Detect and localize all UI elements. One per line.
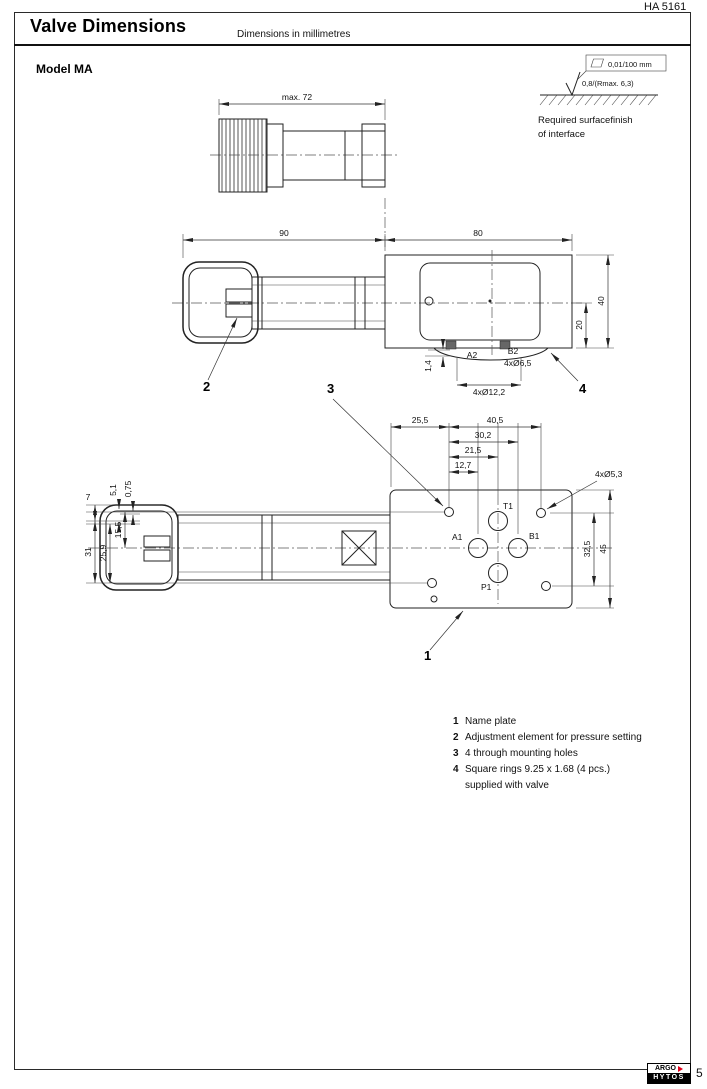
dim-15-5: 15,5 (113, 521, 123, 538)
logo-brand-top: ARGO (655, 1065, 676, 1072)
dim-40-5: 40,5 (487, 415, 504, 425)
callout-2: 2 (203, 379, 210, 394)
callout-1: 1 (424, 648, 431, 663)
legend-item: 3 4 through mounting holes (453, 748, 642, 760)
dim-12-7: 12,7 (455, 460, 472, 470)
page-title: Valve Dimensions (30, 16, 187, 36)
side-view: A2 B2 4xØ6,5 90 80 40 20 1,4 4xØ12,2 (172, 228, 614, 397)
dim-80: 80 (473, 228, 483, 238)
mounting-hole (427, 578, 437, 588)
port-b1 (508, 538, 528, 558)
dim-40: 40 (596, 296, 606, 306)
callouts: 2 3 4 1 (203, 317, 587, 663)
port-p1 (488, 563, 508, 583)
page-subtitle: Dimensions in millimetres (237, 29, 351, 40)
surface-finish-symbol: 0,01/100 mm 0,8/(Rmax. 6,3) Required sur… (538, 54, 667, 140)
legend-item-number (453, 780, 465, 792)
dim-holes-12-2: 4xØ12,2 (473, 387, 505, 397)
flatness-value: 0,01/100 mm (608, 60, 652, 69)
dim-1-4: 1,4 (423, 360, 433, 372)
surface-caption-line2: of interface (538, 129, 585, 140)
dim-0-75: 0,75 (123, 480, 133, 497)
valve-body (384, 254, 573, 349)
legend-item-number: 2 (453, 732, 459, 743)
square-ring (445, 340, 457, 350)
dim-holes-5-3: 4xØ5,3 (595, 469, 623, 479)
solenoid-symbol (341, 530, 377, 566)
page-number: 5 (696, 1066, 703, 1080)
port-a1 (468, 538, 488, 558)
port-p1-label: P1 (481, 582, 492, 592)
logo-top-row: ARGO (648, 1064, 690, 1073)
mounting-hole (541, 581, 551, 591)
legend-item-text: supplied with valve (465, 780, 549, 791)
port-t1 (488, 511, 508, 531)
port-a1-label: A1 (452, 532, 463, 542)
mounting-hole (444, 507, 454, 517)
port-b2-label: B2 (508, 346, 519, 356)
legend: 1 Name plate 2 Adjustment element for pr… (453, 716, 642, 796)
logo-brand-bottom: HYTOS (648, 1073, 690, 1083)
top-view: max. 72 (210, 92, 398, 250)
port-t1-label: T1 (503, 501, 513, 511)
legend-item-number: 3 (453, 748, 459, 759)
adjustment-bracket (182, 261, 259, 344)
legend-item-text: Square rings 9.25 x 1.68 (4 pcs.) (465, 764, 611, 775)
legend-item: 2 Adjustment element for pressure settin… (453, 732, 642, 744)
argo-hytos-logo: ARGO HYTOS (647, 1063, 691, 1084)
model-label: Model MA (36, 62, 93, 76)
dim-30-2: 30,2 (475, 430, 492, 440)
legend-item: supplied with valve (453, 780, 642, 792)
callout-4: 4 (579, 381, 587, 396)
legend-item-number: 4 (453, 764, 459, 775)
port-a2-label: A2 (467, 350, 478, 360)
legend-item-text: 4 through mounting holes (465, 748, 578, 759)
legend-item: 1 Name plate (453, 716, 642, 728)
header-rule (14, 44, 691, 46)
dim-21-5: 21,5 (465, 445, 482, 455)
knurled-knob (218, 118, 268, 193)
dim-32-5: 32,5 (582, 540, 592, 557)
page-border-frame (14, 12, 691, 1070)
legend-item-number: 1 (453, 716, 459, 727)
mounting-hole (536, 508, 546, 518)
dim-max72: max. 72 (282, 92, 313, 102)
pin-hole (430, 595, 438, 603)
dim-5-1: 5,1 (108, 484, 118, 496)
dim-31: 31 (83, 547, 93, 557)
mounting-flange (389, 489, 573, 609)
square-ring-seat (433, 347, 549, 361)
dim-25-9: 25,9 (98, 544, 108, 561)
roughness-value: 0,8/(Rmax. 6,3) (582, 79, 634, 88)
legend-item-text: Adjustment element for pressure setting (465, 732, 642, 743)
surface-caption-line1: Required surfacefinish (538, 115, 633, 126)
port-b1-label: B1 (529, 531, 540, 541)
dim-90: 90 (279, 228, 289, 238)
logo-arrow-icon (678, 1065, 683, 1072)
plan-view: T1 A1 B1 P1 25,5 40,5 30,2 21,5 12,7 4xØ… (83, 415, 623, 609)
dim-7: 7 (86, 492, 91, 502)
square-ring (499, 340, 511, 350)
dim-holes-6-5: 4xØ6,5 (504, 358, 532, 368)
dim-45: 45 (598, 544, 608, 554)
dim-20: 20 (574, 320, 584, 330)
legend-item: 4 Square rings 9.25 x 1.68 (4 pcs.) (453, 764, 642, 776)
legend-item-text: Name plate (465, 716, 517, 727)
document-reference: HA 5161 (644, 1, 687, 13)
callout-3: 3 (327, 381, 334, 396)
dim-25-5: 25,5 (412, 415, 429, 425)
